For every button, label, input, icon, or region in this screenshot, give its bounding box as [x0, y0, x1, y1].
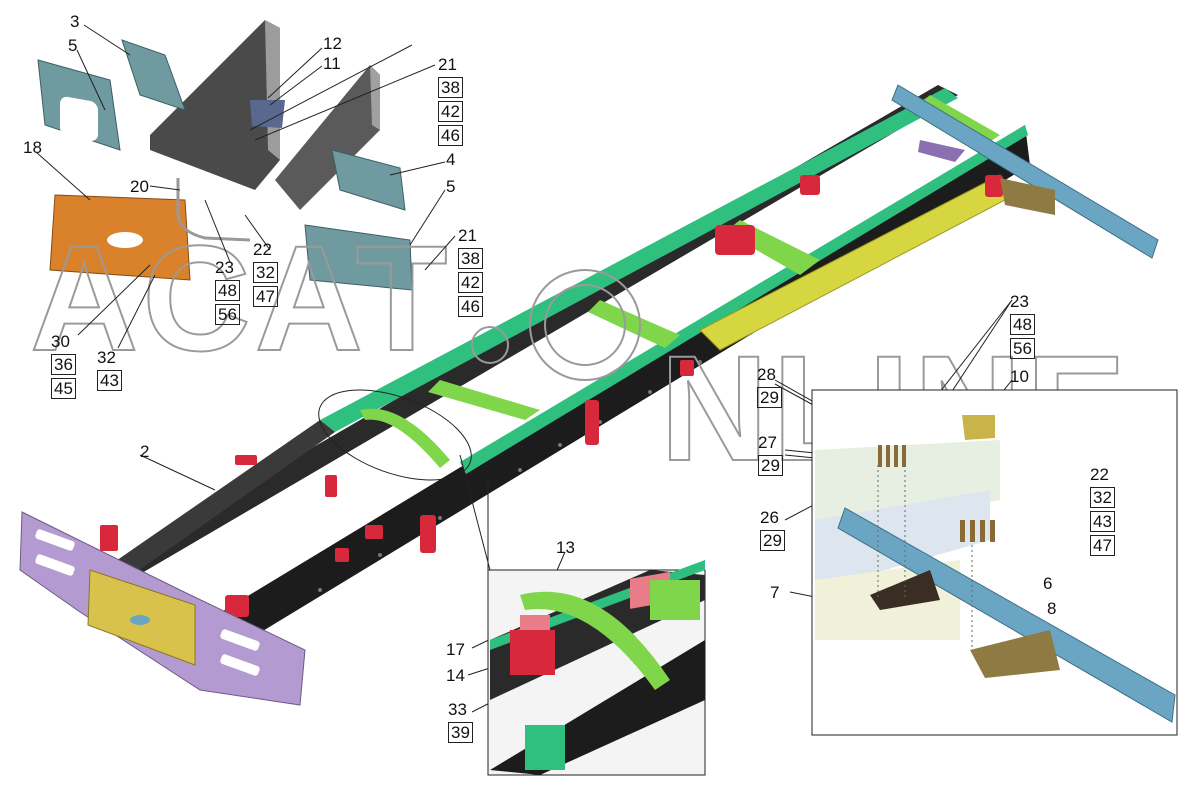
callout-23: 23	[215, 258, 234, 277]
upper-left-assembly	[37, 20, 413, 291]
callout-18: 18	[23, 138, 42, 157]
callout-stack-22-b: 22 32 43 47	[1090, 465, 1115, 556]
watermark-left: ACAT	[30, 214, 451, 382]
callout-10: 10	[1010, 367, 1029, 386]
callout-stack-28: 28 29	[757, 365, 782, 408]
zoom-highlight	[318, 389, 472, 481]
callout-13: 13	[556, 538, 575, 557]
bracket-panel-5b	[304, 224, 413, 291]
detail-inset-crossmember	[487, 560, 706, 776]
callout-28: 28	[757, 365, 776, 384]
callout-stack-27: 27 29	[758, 433, 783, 476]
callout-47b: 47	[1090, 535, 1115, 556]
callout-33: 33	[448, 700, 467, 719]
callout-stack-26: 26 29	[760, 508, 785, 551]
left-rail-top-flange	[320, 88, 958, 432]
chassis-frame	[100, 84, 1159, 660]
inset-bolts	[878, 445, 995, 542]
callout-45: 45	[51, 378, 76, 399]
inset-bracket-14	[510, 630, 555, 675]
rear-beam	[891, 84, 1159, 259]
callout-stack-21-a: 21 38 42 46	[438, 55, 463, 146]
callout-32: 32	[253, 262, 278, 283]
callout-29c: 29	[760, 530, 785, 551]
bracket-panel-4	[331, 149, 406, 211]
callout-stack-33: 33 39	[448, 700, 473, 743]
callout-12: 12	[323, 34, 342, 53]
callout-2: 2	[140, 442, 150, 461]
callout-48b: 48	[1010, 314, 1035, 335]
callout-29a: 29	[757, 387, 782, 408]
callout-43: 43	[97, 370, 122, 391]
callout-46: 46	[438, 125, 463, 146]
callout-47: 47	[253, 286, 278, 307]
callout-14: 14	[446, 666, 465, 685]
callout-stack-23-a: 23 48 56	[215, 258, 240, 325]
rear-bracket	[1000, 178, 1055, 215]
callout-21b: 21	[458, 226, 477, 245]
inset-bracket-8	[970, 630, 1060, 678]
inset-arch-13	[520, 591, 670, 690]
detail-inset-rear	[811, 389, 1178, 736]
callout-42: 42	[438, 101, 463, 122]
inset-bracket-10	[962, 415, 995, 440]
tube-20	[176, 178, 251, 242]
callout-29b: 29	[758, 455, 783, 476]
callout-43b: 43	[1090, 511, 1115, 532]
right-rail-top-flange	[460, 125, 1028, 474]
callout-38b: 38	[458, 248, 483, 269]
purple-bracket	[918, 140, 965, 162]
callout-11: 11	[323, 54, 341, 73]
crossmember-rear	[918, 95, 1000, 145]
callout-56b: 56	[1010, 338, 1035, 359]
callout-5: 5	[68, 36, 78, 55]
callout-27: 27	[758, 433, 777, 452]
clamp-11	[250, 100, 285, 128]
callout-7: 7	[770, 583, 780, 602]
callout-6: 6	[1043, 574, 1053, 593]
callout-20: 20	[130, 177, 149, 196]
callout-39: 39	[448, 722, 473, 743]
callout-46b: 46	[458, 296, 483, 317]
callout-32b: 32	[97, 348, 116, 367]
callout-23b: 23	[1010, 292, 1029, 311]
callout-stack-32: 32 43	[97, 348, 122, 391]
callout-32c: 32	[1090, 487, 1115, 508]
callout-26: 26	[760, 508, 779, 527]
callout-36: 36	[51, 354, 76, 375]
callout-stack-21-b: 21 38 42 46	[458, 226, 483, 317]
crossmember-front	[588, 300, 680, 348]
watermark-dot	[471, 326, 509, 364]
callout-21: 21	[438, 55, 457, 74]
callout-stack-22-a: 22 32 47	[253, 240, 278, 307]
front-bumper	[19, 511, 306, 706]
callout-4: 4	[446, 150, 456, 169]
callout-stack-23-b: 23 48 56	[1010, 292, 1035, 359]
inset-rear-beam-6	[837, 507, 1176, 723]
callout-8: 8	[1047, 599, 1057, 618]
red-brackets	[100, 175, 1003, 617]
callout-22b: 22	[1090, 465, 1109, 484]
callout-30: 30	[51, 332, 70, 351]
callout-stack-30: 30 36 45	[51, 332, 76, 399]
callout-48: 48	[215, 280, 240, 301]
arched-crossmember	[360, 408, 450, 468]
callout-22: 22	[253, 240, 272, 259]
callout-17: 17	[446, 640, 465, 659]
callout-38: 38	[438, 77, 463, 98]
callout-42b: 42	[458, 272, 483, 293]
callout-5b: 5	[446, 177, 456, 196]
callout-3: 3	[70, 12, 80, 31]
bracket-panel-3	[121, 39, 186, 111]
callout-56: 56	[215, 304, 240, 325]
crossmember-fwd	[428, 380, 540, 420]
